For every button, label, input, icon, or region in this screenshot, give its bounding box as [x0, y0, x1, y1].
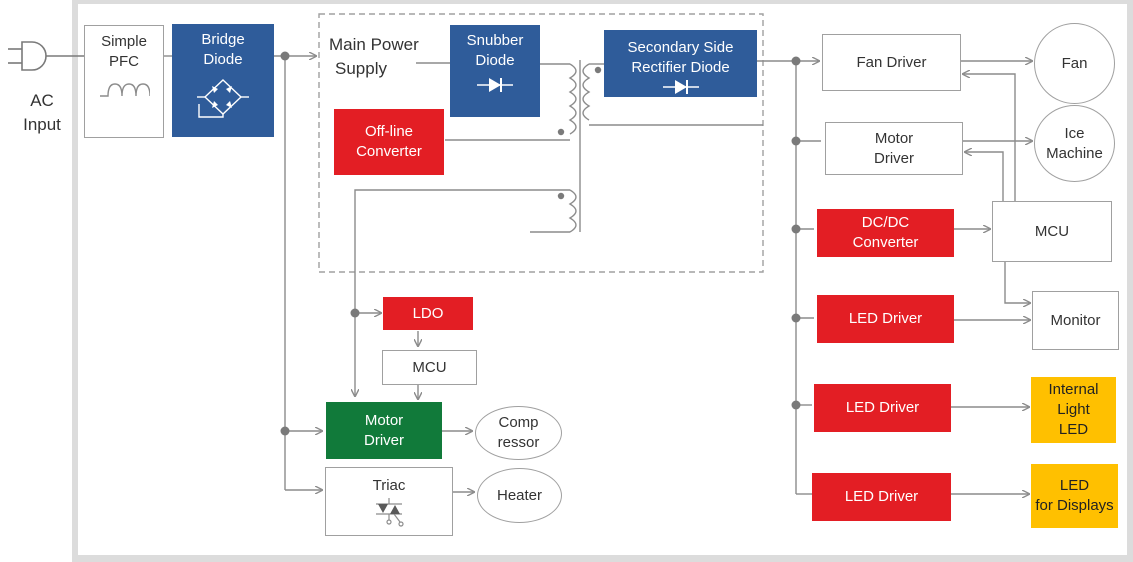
fan-driver-block: Fan Driver	[822, 34, 961, 91]
triac-icon	[376, 498, 404, 527]
heater-node: Heater	[477, 468, 562, 523]
ldo-block: LDO	[383, 297, 473, 330]
monitor-block: Monitor	[1032, 291, 1119, 350]
main-power-supply-boundary	[318, 13, 764, 273]
diode-icon	[477, 78, 513, 92]
led-driver-monitor-block: LED Driver	[817, 295, 954, 343]
led-driver-internal-light-block: LED Driver	[814, 384, 951, 432]
led-driver-display-block: LED Driver	[812, 473, 951, 521]
fan-node: Fan	[1034, 23, 1115, 104]
mcu-block-small: MCU	[382, 350, 477, 385]
ac-plug-icon	[8, 41, 84, 71]
transformer-icon	[568, 60, 591, 233]
bridge-rectifier-icon	[197, 79, 249, 118]
main-power-supply-label: Main Power Supply	[329, 35, 419, 78]
diode-icon	[662, 80, 699, 94]
inductor-icon	[100, 83, 150, 97]
triac-block: Triac	[325, 467, 453, 536]
mcu-block-main: MCU	[992, 201, 1112, 262]
ac-input-label: AC Input	[23, 91, 61, 134]
